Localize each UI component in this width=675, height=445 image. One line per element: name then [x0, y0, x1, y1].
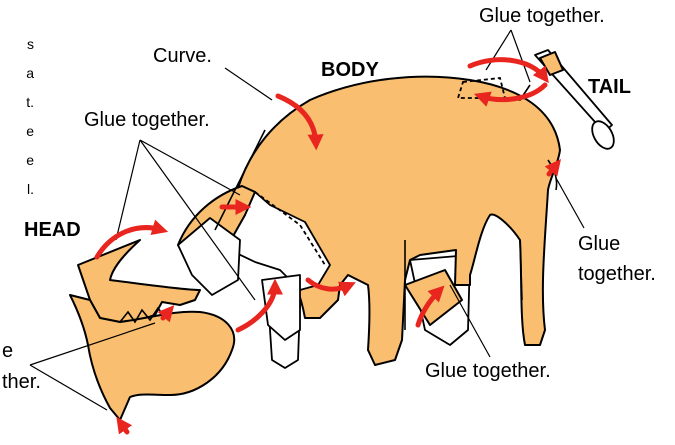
red-arrow-icon: [470, 60, 545, 78]
label-tail: TAIL: [588, 76, 631, 98]
tail-end: [588, 118, 619, 153]
label-glue-right-line1: Glue: [578, 233, 620, 255]
leader-glue-top-right: [511, 30, 530, 82]
label-glue-bottom-left-line1: e: [2, 340, 13, 362]
leader-curve: [225, 68, 272, 100]
leader-glue-left: [116, 140, 140, 240]
side-text-line: a: [26, 65, 34, 81]
leader-glue-top-right: [486, 30, 511, 70]
label-body: BODY: [321, 59, 379, 81]
side-text-line: s: [27, 36, 34, 52]
side-text-line: l.: [27, 181, 34, 197]
side-text-line: e: [26, 123, 34, 139]
leader-glue-right: [556, 178, 584, 228]
label-glue-bottom-left-line2: ther.: [2, 371, 41, 393]
side-text-line: e: [26, 152, 34, 168]
label-glue-left: Glue together.: [84, 109, 210, 131]
label-head: HEAD: [24, 219, 81, 241]
label-curve: Curve.: [153, 45, 212, 67]
side-text-line: t.: [26, 94, 34, 110]
label-glue-top-right: Glue together.: [479, 5, 605, 27]
label-glue-right-line2: together.: [578, 263, 656, 285]
cropped-side-text: s a t. e e l.: [26, 36, 34, 197]
leader-glue-left: [140, 140, 240, 195]
label-glue-bottom: Glue together.: [425, 360, 551, 382]
red-arrow-icon: [120, 422, 127, 432]
